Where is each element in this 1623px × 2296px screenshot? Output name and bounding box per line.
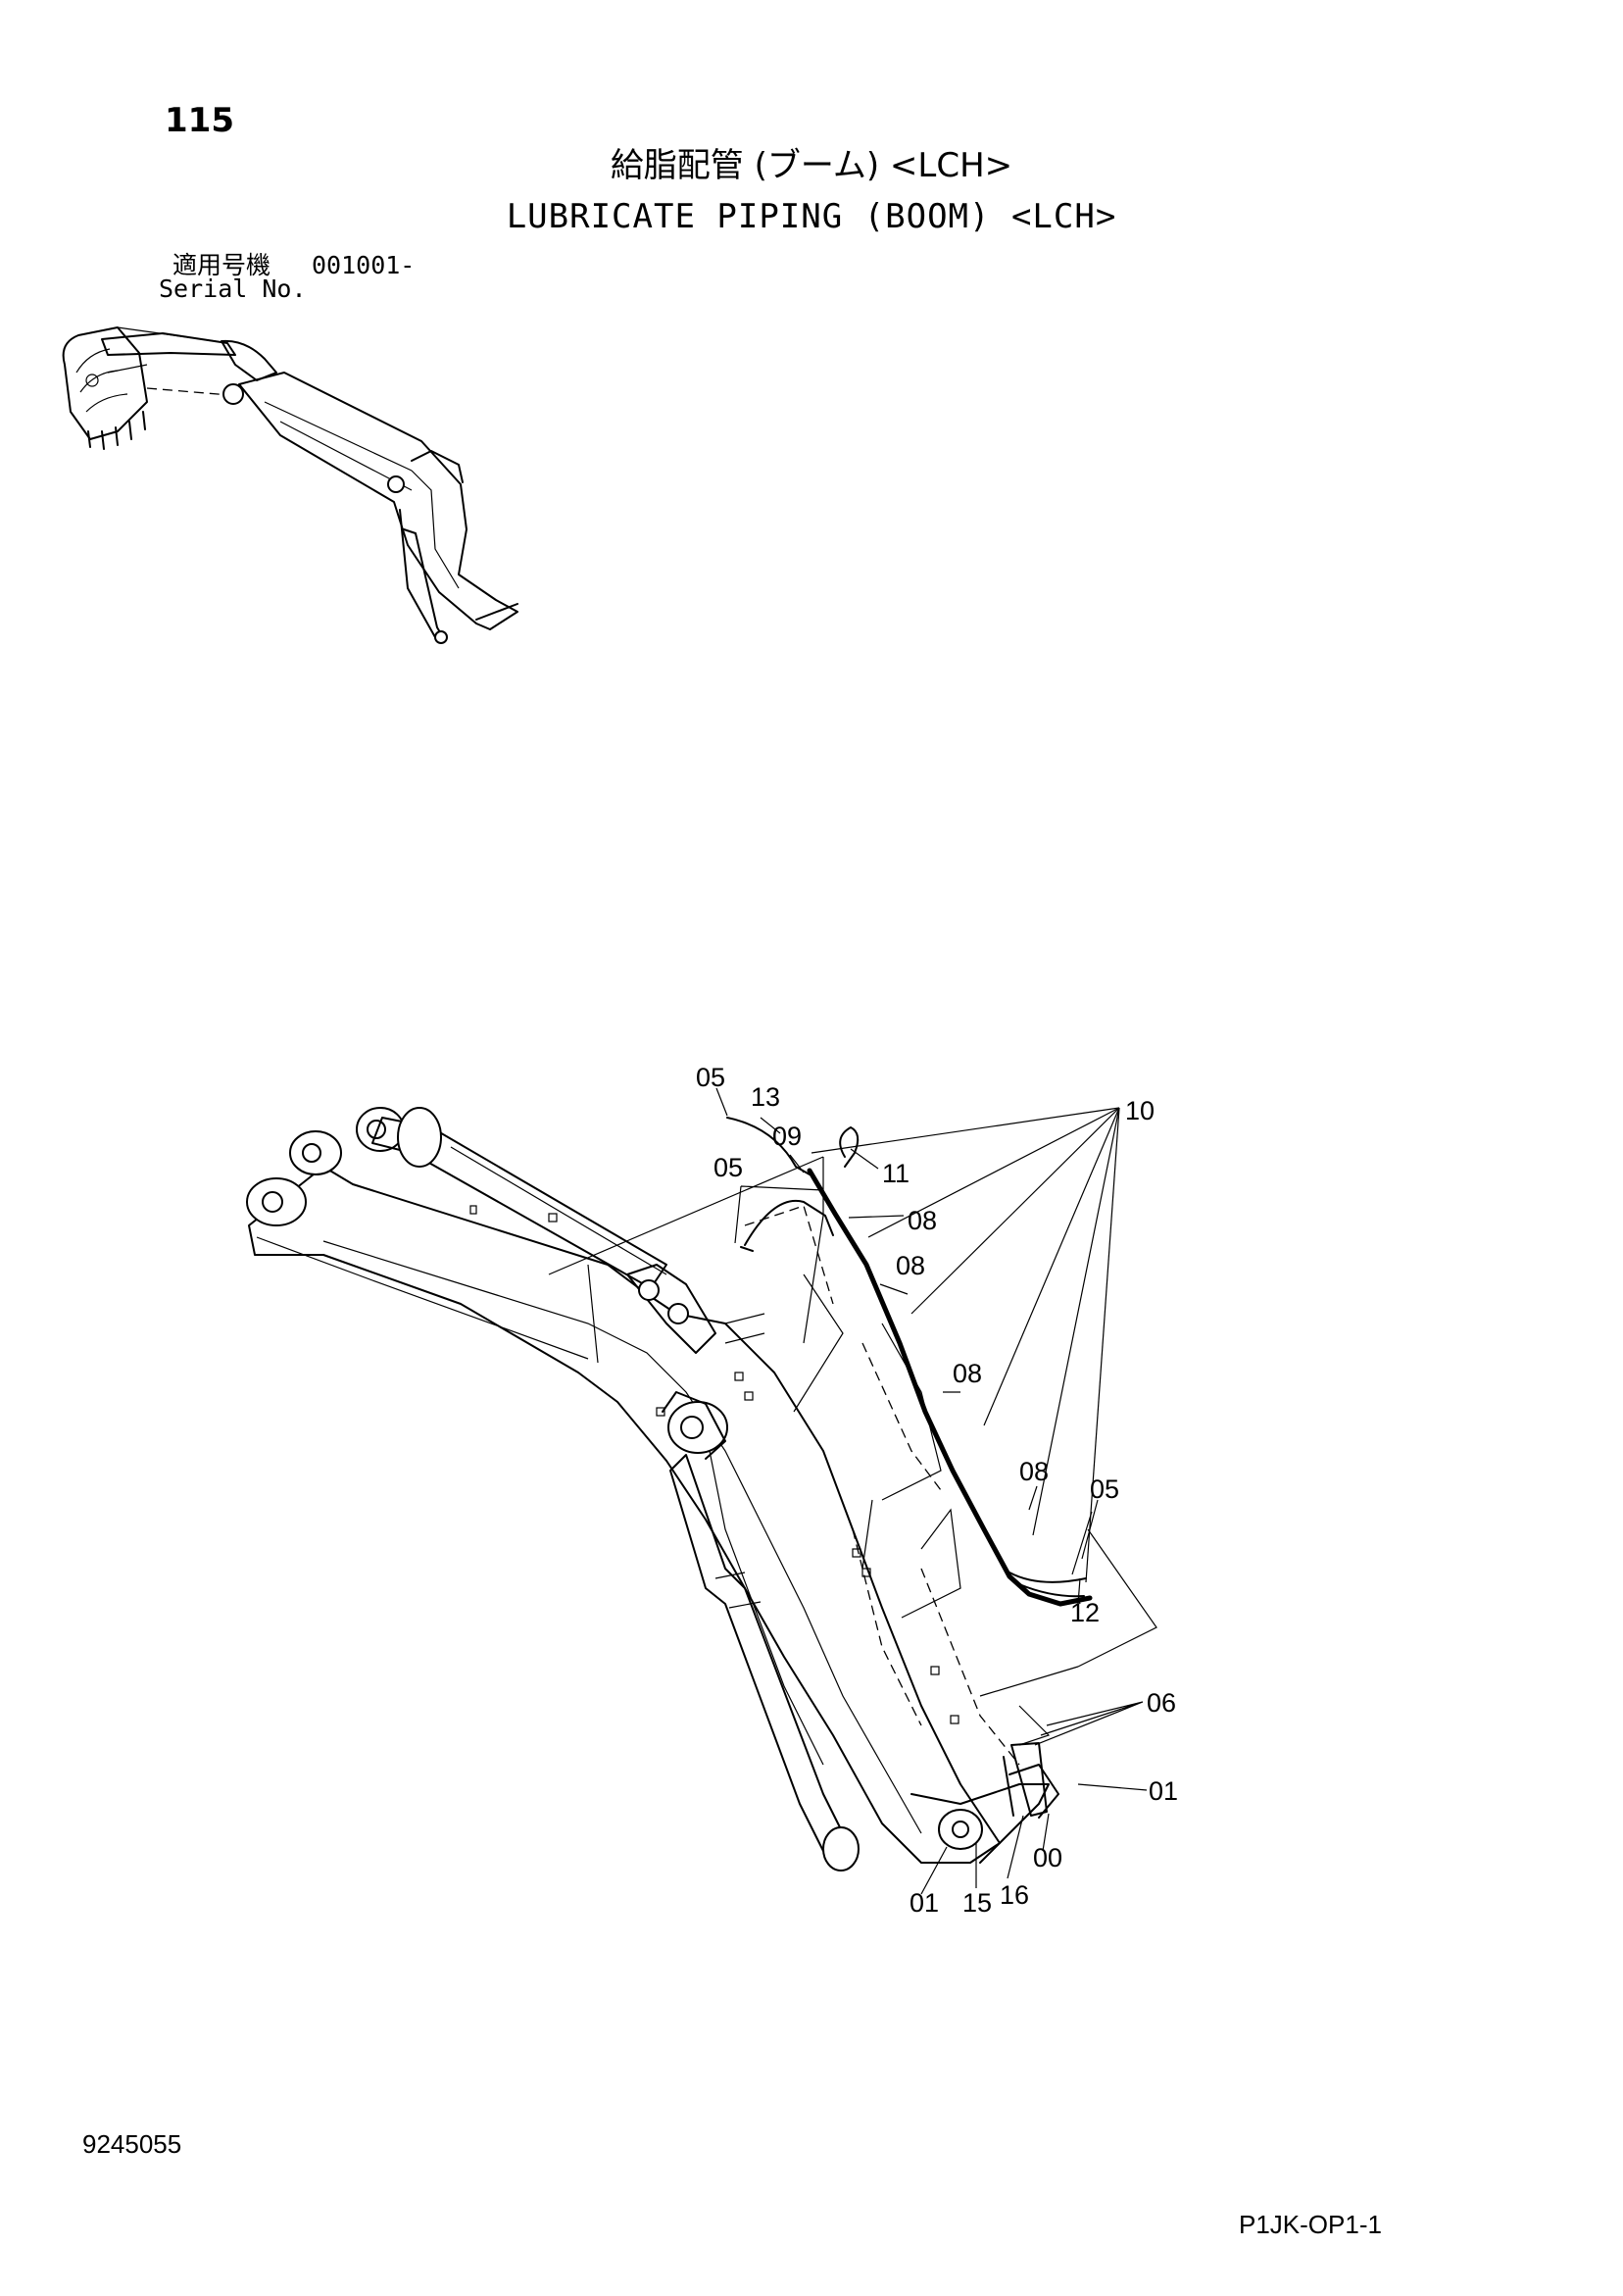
document-number: 9245055 <box>82 2129 182 2159</box>
callout-01-right: 01 <box>1149 1776 1178 1806</box>
callout-15: 15 <box>962 1888 992 1918</box>
page-title-japanese: 給脂配管 (ブーム) <LCH> <box>610 146 1013 185</box>
callout-13: 13 <box>751 1082 780 1112</box>
callout-05-top: 05 <box>696 1063 725 1092</box>
callout-00: 00 <box>1033 1843 1062 1872</box>
callout-16: 16 <box>1000 1880 1029 1910</box>
serial-number-value: 001001- <box>312 251 416 279</box>
lubrication-piping <box>726 1117 1093 1817</box>
boom-illustration <box>246 1107 1157 1872</box>
callout-05-mid: 05 <box>713 1153 743 1182</box>
callouts: 05 13 09 05 11 08 08 08 08 10 05 12 06 0… <box>696 1063 1178 1918</box>
callout-08-1: 08 <box>908 1206 937 1235</box>
leader-lines <box>715 1087 1148 1895</box>
callout-09: 09 <box>772 1122 802 1151</box>
serial-label-english: Serial No. <box>159 275 307 303</box>
callout-10: 10 <box>1125 1096 1155 1125</box>
callout-06: 06 <box>1147 1688 1176 1718</box>
callout-01-bottom: 01 <box>910 1888 939 1918</box>
page-title-english: LUBRICATE PIPING (BOOM) <LCH> <box>506 197 1117 236</box>
page-code: P1JK-OP1-1 <box>1239 2210 1382 2239</box>
callout-08-4: 08 <box>1019 1457 1049 1486</box>
callout-12: 12 <box>1070 1598 1100 1627</box>
overview-bucket <box>62 326 217 450</box>
page-number: 115 <box>165 101 234 140</box>
callout-11: 11 <box>882 1159 910 1188</box>
serial-label-japanese: 適用号機 <box>172 251 271 279</box>
callout-05-right: 05 <box>1090 1474 1119 1504</box>
callout-08-3: 08 <box>953 1359 982 1388</box>
overview-boom <box>238 372 518 644</box>
callout-08-2: 08 <box>896 1251 925 1280</box>
